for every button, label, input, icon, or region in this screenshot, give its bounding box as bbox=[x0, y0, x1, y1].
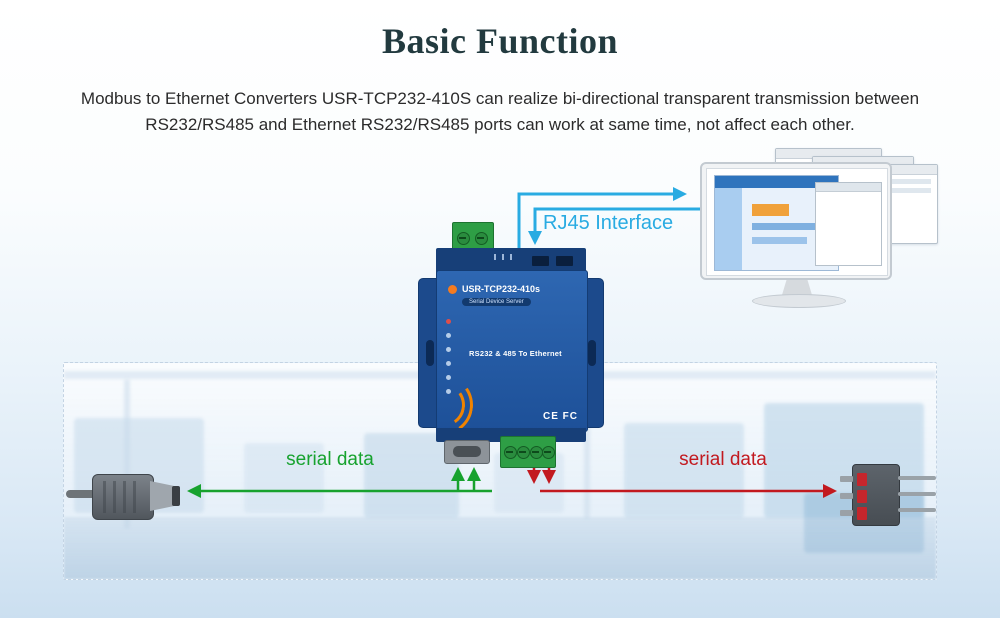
rj45-port bbox=[532, 256, 549, 266]
factory-machine bbox=[244, 443, 324, 513]
device-top-edge bbox=[436, 248, 586, 274]
status-led bbox=[446, 347, 451, 352]
status-led bbox=[446, 319, 451, 324]
terminal-screw bbox=[530, 446, 543, 459]
window-content-row bbox=[855, 179, 931, 184]
device-model-label: USR-TCP232-410s bbox=[462, 284, 541, 294]
device-front-panel: USR-TCP232-410s Serial Device Server RS2… bbox=[408, 270, 588, 440]
window-titlebar bbox=[849, 165, 937, 175]
factory-pole bbox=[584, 379, 590, 519]
mounting-hole bbox=[588, 340, 596, 366]
app-widget bbox=[751, 222, 820, 231]
terminal-screw bbox=[457, 232, 470, 245]
rs485-connector-body bbox=[840, 464, 900, 526]
connector-ridge bbox=[133, 481, 136, 513]
terminal-screw bbox=[517, 446, 530, 459]
factory-machine bbox=[364, 433, 459, 518]
terminal-screw bbox=[542, 446, 555, 459]
monitor-stand-base bbox=[752, 294, 846, 308]
factory-machine bbox=[624, 423, 744, 518]
terminal-pin bbox=[840, 510, 853, 516]
status-led bbox=[446, 389, 451, 394]
app-sidebar bbox=[715, 188, 743, 270]
serial-data-label-left: serial data bbox=[286, 449, 374, 470]
top-marking bbox=[510, 254, 512, 260]
terminal-lever bbox=[857, 490, 867, 503]
description-text: Modbus to Ethernet Converters USR-TCP232… bbox=[80, 89, 920, 134]
device-tagline-label: Serial Device Server bbox=[462, 298, 531, 306]
computer-monitor bbox=[700, 162, 892, 280]
terminal-lever bbox=[857, 507, 867, 520]
rj45-port bbox=[556, 256, 573, 266]
rs232-connector-face bbox=[172, 486, 180, 506]
status-led bbox=[446, 333, 451, 338]
db9-port-face bbox=[453, 446, 481, 457]
connector-ridge bbox=[113, 481, 116, 513]
terminal-pin bbox=[840, 493, 853, 499]
device-function-label: RS232 & 485 To Ethernet bbox=[469, 349, 562, 358]
monitor-screen bbox=[706, 168, 888, 276]
mounting-hole bbox=[426, 340, 434, 366]
terminal-pin bbox=[840, 476, 853, 482]
device-db9-port bbox=[444, 440, 490, 464]
rj45-interface-label: RJ45 Interface bbox=[543, 212, 674, 234]
factory-floor bbox=[64, 517, 936, 579]
device-rs485-terminal bbox=[500, 436, 556, 468]
window-content-row bbox=[855, 188, 931, 193]
terminal-wire bbox=[898, 476, 936, 480]
top-marking bbox=[502, 254, 504, 260]
app-titlebar bbox=[715, 176, 838, 189]
rs232-connector-shell bbox=[150, 481, 176, 511]
converter-device: USR-TCP232-410s Serial Device Server RS2… bbox=[408, 222, 604, 470]
connector-ridge bbox=[123, 481, 126, 513]
terminal-wire bbox=[898, 492, 936, 496]
top-marking bbox=[494, 254, 496, 260]
serial-cable bbox=[66, 490, 96, 498]
terminal-screw bbox=[504, 446, 517, 459]
status-led bbox=[446, 361, 451, 366]
page-title: Basic Function bbox=[381, 21, 619, 61]
serial-data-label-right: serial data bbox=[679, 449, 767, 470]
terminal-lever bbox=[857, 473, 867, 486]
rs232-connector-body bbox=[92, 474, 154, 520]
status-led bbox=[446, 375, 451, 380]
certification-marks: CE FC bbox=[543, 411, 578, 422]
brand-logo-dot bbox=[448, 285, 457, 294]
connector-ridge bbox=[103, 481, 106, 513]
monitor-stand-neck bbox=[782, 280, 812, 295]
secondary-titlebar bbox=[816, 182, 881, 192]
terminal-wire bbox=[898, 508, 936, 512]
secondary-window bbox=[815, 181, 882, 267]
app-widget bbox=[751, 236, 807, 245]
app-widget bbox=[751, 204, 789, 216]
terminal-screw bbox=[475, 232, 488, 245]
